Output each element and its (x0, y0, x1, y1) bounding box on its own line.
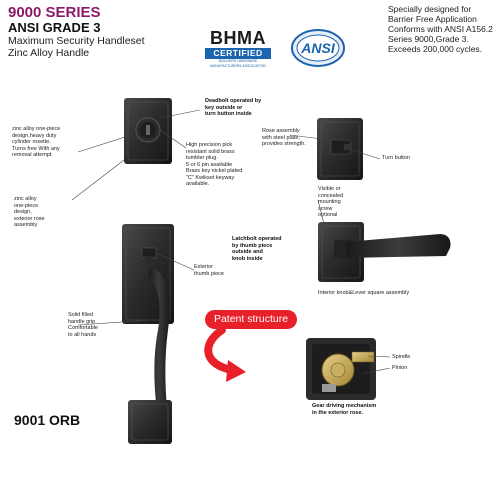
gear-driving-line-2: in the exterior rose. (312, 409, 364, 416)
turn-button-callout: Turn button (382, 155, 410, 161)
bhma-certified: CERTIFIED (205, 48, 271, 59)
gear-driving-line-1: Gear driving mechanism (312, 403, 377, 409)
spec-line-3: Conforms with ANSI A156.2 (388, 24, 493, 34)
spec-line-4: Series 9000,Grade 3. (388, 34, 469, 44)
high-precision-line-7: available. (186, 181, 210, 187)
spec-text: Specially designed for Barrier Free Appl… (388, 4, 500, 54)
ansi-text: ANSI (300, 40, 336, 56)
high-precision-line-5: Brass key nickel plated (186, 168, 243, 174)
visible-screw-line-4: screw (318, 205, 333, 212)
rose-line-3: provides strength. (262, 141, 306, 147)
high-precision-line-3: tumbler plug. (186, 155, 218, 161)
interior-knob-callout: Interior knob&Lever square assembly (318, 290, 410, 296)
rose-line-1: Rose assembly (262, 128, 300, 134)
patent-arrow (204, 326, 236, 374)
zinc-body-line-2: design,heavy duty (12, 132, 57, 139)
spec-line-5: Exceeds 200,000 cycles. (388, 44, 483, 54)
spec-line-1: Specially designed for (388, 4, 472, 14)
solid-handle-line-1: Solid filled (68, 312, 94, 318)
latchbolt-line-1: Latchbolt operated (232, 236, 282, 242)
latchbolt-line-4: knob inside (232, 255, 263, 262)
zinc-rose-line-5: assembly (14, 222, 38, 228)
bhma-logo: BHMA CERTIFIED BUILDERS HARDWARE MANUFAC… (205, 28, 271, 68)
visible-screw-line-3: mounting (318, 199, 341, 205)
visible-screw-callout: Visible or concealed mounting screw opti… (318, 186, 368, 219)
series-title: 9000 SERIES (8, 4, 101, 21)
grade-title: ANSI GRADE 3 (8, 20, 101, 35)
visible-screw-line-1: Visible or (318, 186, 341, 192)
exterior-handle (122, 224, 174, 444)
deadbolt-line-1: Deadbolt operated by (205, 98, 262, 104)
latchbolt-line-3: outside and (232, 249, 263, 255)
high-precision-line-2: resistant solid brass (186, 148, 235, 155)
deadbolt-exterior (124, 98, 172, 164)
solid-handle-line-2: handle grip (68, 318, 96, 325)
visible-screw-line-2: concealed (318, 192, 344, 199)
gear-mechanism (306, 338, 376, 400)
pinion-label: Pinion (392, 365, 408, 371)
solid-handle-line-4: to all hands (68, 331, 97, 338)
interior-lever (318, 222, 451, 282)
subtitle-line-1: Maximum Security Handleset (8, 35, 145, 47)
high-precision-line-4: 5 or 6 pin available (186, 161, 233, 168)
model-number: 9001 ORB (14, 412, 81, 428)
zinc-rose-line-4: exterior rose (14, 215, 45, 222)
zinc-body-line-5: removal attempt. (12, 152, 53, 158)
zinc-body-line-1: zinc alloy one-piece (12, 126, 61, 132)
rose-assembly-callout: Rose assembly with steel plate, provides… (262, 128, 322, 148)
visible-screw-line-5: optional (318, 212, 338, 218)
zinc-rose-line-1: zinc alloy (14, 196, 37, 202)
zinc-body-line-3: cylinder rosette. (12, 139, 51, 145)
spec-line-2: Barrier Free Application (388, 14, 477, 24)
zinc-rose-line-2: one-piece (14, 202, 39, 209)
exterior-thumb-line-1: Exterior (194, 264, 213, 270)
patent-structure-badge: Patent structure (205, 310, 297, 329)
latchbolt-line-2: by thumb piece (232, 242, 273, 249)
solid-handle-line-3: Comfortable (68, 325, 98, 331)
zinc-rose-line-3: design, (14, 209, 32, 215)
patent-arrow-head (226, 360, 246, 382)
bhma-tagline: BUILDERS HARDWARE MANUFACTURERS ASSOCIAT… (210, 59, 266, 68)
subtitle: Maximum Security Handleset Zinc Alloy Ha… (8, 35, 208, 59)
bhma-text: BHMA (205, 28, 271, 48)
high-precision-line-1: High precision pick (186, 142, 233, 148)
zinc-body-line-4: Turns free With any (12, 145, 60, 152)
high-precision-line-6: "C" Kwikset keyway (186, 174, 235, 181)
latchbolt-callout: Latchbolt operated by thumb piece outsid… (232, 236, 312, 262)
zinc-body-callout: zinc alloy one-piece design,heavy duty c… (12, 126, 78, 159)
deadbolt-interior (317, 118, 363, 180)
deadbolt-line-2: key outside or (205, 104, 243, 111)
exterior-thumb-line-2: thumb piece (194, 270, 224, 277)
high-precision-callout: High precision pick resistant solid bras… (186, 142, 266, 188)
gear-driving-callout: Gear driving mechanism in the exterior r… (312, 403, 402, 416)
deadbolt-line-3: turn button inside (205, 111, 252, 117)
ansi-logo: ANSI (291, 29, 345, 67)
subtitle-line-2: Zinc Alloy Handle (8, 47, 90, 59)
rose-line-2: with steel plate, (262, 134, 300, 141)
deadbolt-callout: Deadbolt operated by key outside or turn… (205, 98, 285, 118)
zinc-rose-callout: zinc alloy one-piece design, exterior ro… (14, 196, 70, 229)
exterior-thumb-callout: Exterior thumb piece (194, 264, 234, 277)
spindle-label: Spindle (392, 354, 411, 360)
solid-handle-callout: Solid filled handle grip Comfortable to … (68, 312, 118, 338)
